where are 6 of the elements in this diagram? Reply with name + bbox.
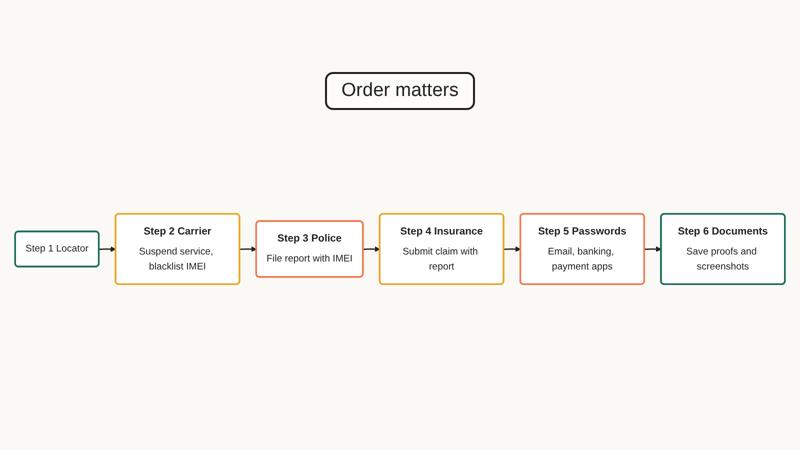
arrow (363, 246, 380, 252)
title: Order matters (325, 72, 475, 110)
arrow (504, 246, 521, 252)
arrow (99, 246, 116, 252)
arrow (240, 246, 257, 252)
arrow (644, 246, 662, 252)
